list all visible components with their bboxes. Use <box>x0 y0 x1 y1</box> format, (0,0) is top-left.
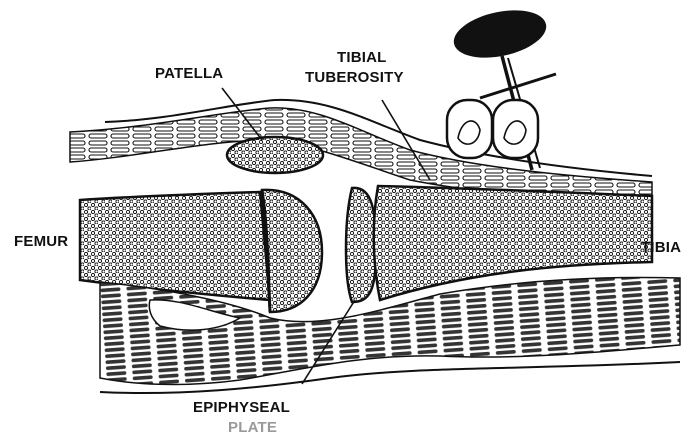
patella-label: PATELLA <box>155 65 223 82</box>
reflex-hammer <box>447 3 556 170</box>
patella <box>227 137 323 173</box>
tibia-epiphysis <box>346 188 376 302</box>
epiphyseal-label-line1: EPIPHYSEAL <box>193 399 290 416</box>
tibial-label-line1: TIBIAL <box>337 49 387 66</box>
tibial-label-line2: TUBEROSITY <box>305 69 404 86</box>
femur-label: FEMUR <box>14 233 68 250</box>
epiphyseal-label-line2: PLATE <box>228 419 277 434</box>
femur-condyle <box>262 190 322 312</box>
tibia-label: TIBIA <box>641 239 681 256</box>
